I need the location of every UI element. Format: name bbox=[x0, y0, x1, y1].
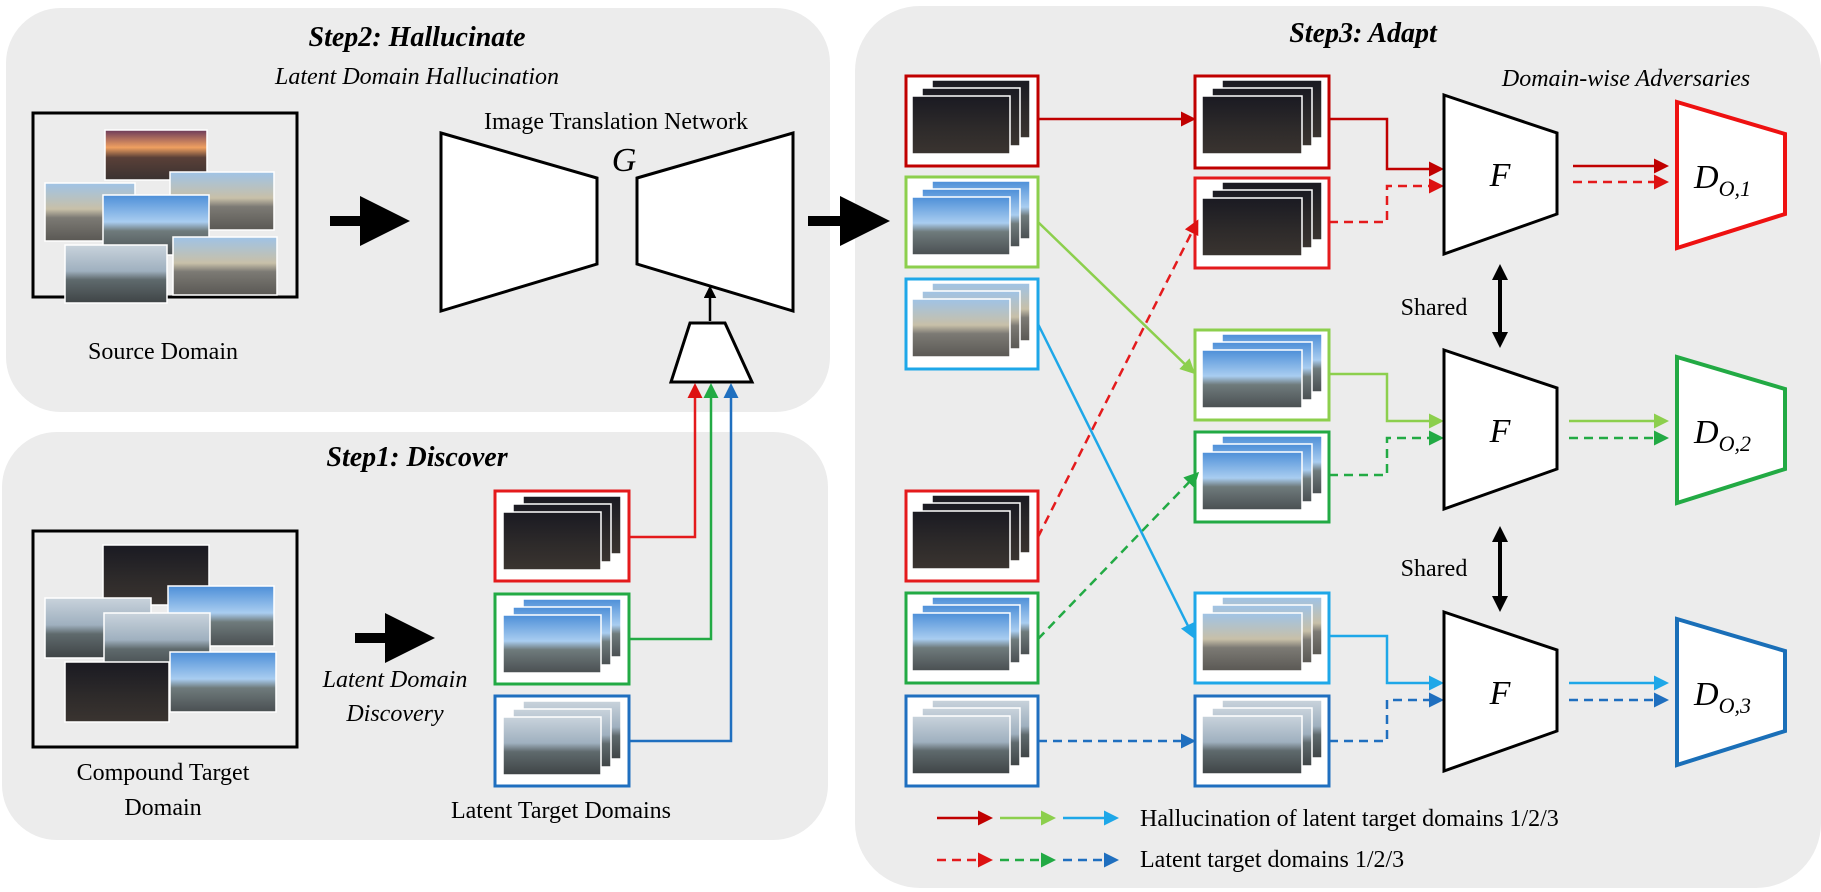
g1t-to-F bbox=[1329, 178, 1444, 224]
hallucinated-image-2 bbox=[904, 175, 1040, 269]
compound-target-images bbox=[44, 544, 277, 723]
group1-target bbox=[1193, 176, 1331, 270]
feature-extractor-3 bbox=[1442, 609, 1559, 774]
hallucinated-image-3 bbox=[904, 277, 1040, 371]
legend-dashed-label: Latent target domains 1/2/3 bbox=[1140, 847, 1404, 873]
target-image-2 bbox=[904, 591, 1040, 685]
feature-extractor-2 bbox=[1442, 347, 1559, 512]
adversaries-label: Domain-wise Adversaries bbox=[1501, 66, 1750, 92]
target-image-3 bbox=[904, 694, 1040, 788]
group2-target bbox=[1193, 430, 1331, 524]
step1-title: Step1: Discover bbox=[326, 442, 508, 473]
compound-label-line2: Domain bbox=[124, 795, 201, 821]
feature-extractor-1-label: F bbox=[1489, 157, 1512, 194]
feature-extractor-2-label: F bbox=[1489, 413, 1512, 450]
target-image-1 bbox=[904, 489, 1040, 583]
g3h-to-F bbox=[1329, 634, 1444, 691]
discriminator-1 bbox=[1675, 99, 1787, 251]
group3-hallucinated bbox=[1193, 591, 1331, 685]
g1h-to-F bbox=[1329, 117, 1444, 177]
compound-label-line1: Compound Target bbox=[77, 760, 250, 786]
step3-panel bbox=[855, 6, 1821, 888]
discriminator-1-label: DO,1 bbox=[1693, 159, 1751, 201]
latent-1-to-encoder bbox=[629, 383, 703, 539]
group1-hallucinated bbox=[1193, 74, 1331, 170]
generator-symbol: G bbox=[612, 142, 637, 179]
latent-target-domains-label: Latent Target Domains bbox=[451, 798, 671, 824]
discriminator-3-label: DO,3 bbox=[1693, 676, 1751, 718]
latent-domain-2-stack bbox=[493, 592, 631, 686]
g2h-to-F bbox=[1329, 372, 1444, 429]
step2-panel bbox=[6, 8, 830, 412]
source-domain-label: Source Domain bbox=[88, 339, 238, 365]
route-h3 bbox=[1036, 323, 1195, 639]
discriminator-2-label: DO,2 bbox=[1693, 414, 1751, 456]
step2-subtitle: Latent Domain Hallucination bbox=[274, 64, 559, 90]
group3-target bbox=[1193, 694, 1331, 788]
source-domain-images bbox=[44, 129, 278, 304]
g3t-to-F bbox=[1329, 692, 1444, 743]
route-t2 bbox=[1037, 471, 1200, 640]
feature-extractor-1 bbox=[1442, 92, 1559, 257]
step3-title: Step3: Adapt bbox=[1289, 18, 1438, 49]
g2t-to-F bbox=[1329, 430, 1444, 477]
shared-label-2: Shared bbox=[1401, 556, 1468, 582]
group2-hallucinated bbox=[1193, 328, 1331, 422]
route-h2 bbox=[1037, 221, 1196, 375]
encoder-shape bbox=[439, 131, 599, 314]
hallucinated-image-1 bbox=[904, 74, 1040, 168]
latent-2-to-encoder bbox=[629, 383, 719, 641]
discriminator-3 bbox=[1675, 616, 1787, 768]
legend-solid-label: Hallucination of latent target domains 1… bbox=[1140, 806, 1559, 832]
discovery-label-line1: Latent Domain bbox=[322, 667, 468, 693]
style-encoder-shape bbox=[668, 321, 755, 384]
latent-domain-1-stack bbox=[493, 489, 631, 583]
decoder-shape bbox=[635, 131, 795, 314]
step2-title: Step2: Hallucinate bbox=[309, 22, 526, 53]
legend: Hallucination of latent target domains 1… bbox=[937, 806, 1559, 873]
latent-domain-3-stack bbox=[493, 694, 631, 788]
network-label: Image Translation Network bbox=[484, 109, 748, 135]
shared-label-1: Shared bbox=[1401, 295, 1468, 321]
latent-3-to-encoder bbox=[629, 383, 739, 743]
discriminator-2 bbox=[1675, 354, 1787, 506]
compound-target-box bbox=[31, 529, 299, 749]
feature-extractor-3-label: F bbox=[1489, 675, 1512, 712]
discovery-label-line2: Discovery bbox=[345, 701, 444, 727]
